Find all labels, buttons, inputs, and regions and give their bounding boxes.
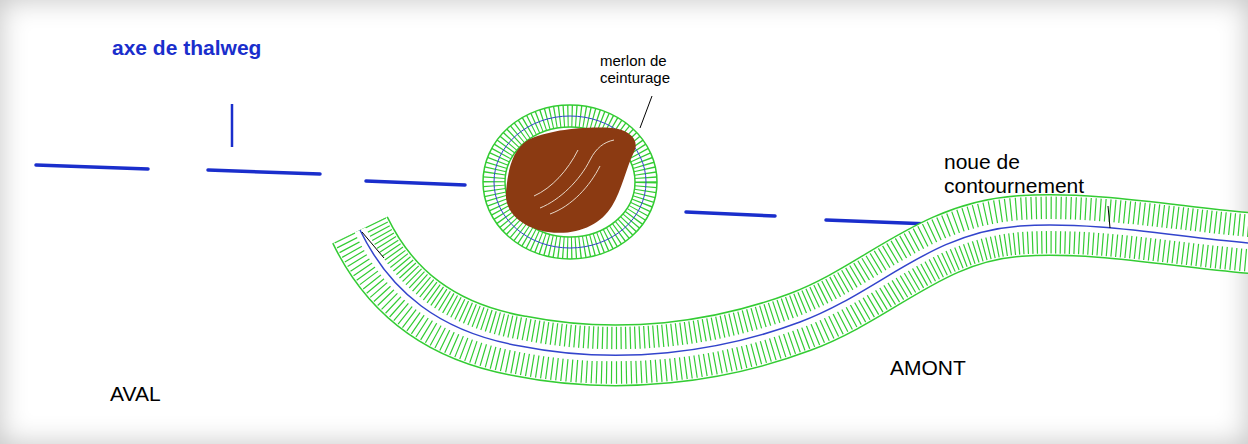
upstream-label: AMONT [890, 356, 1030, 380]
downstream-label: AVAL [110, 382, 230, 406]
bypass-swale [360, 225, 1248, 355]
spoil-heap-hatch [534, 140, 614, 214]
swale-label: noue de contournement [944, 150, 1144, 198]
axis-label: axe de thalweg [112, 36, 332, 60]
spoil-heap [506, 128, 636, 233]
leader-line [640, 96, 652, 128]
ring-embankment [483, 105, 657, 259]
leader-line [231, 104, 234, 147]
embankment-label: merlon de ceinturage [600, 52, 710, 87]
leader-line [1108, 206, 1110, 228]
